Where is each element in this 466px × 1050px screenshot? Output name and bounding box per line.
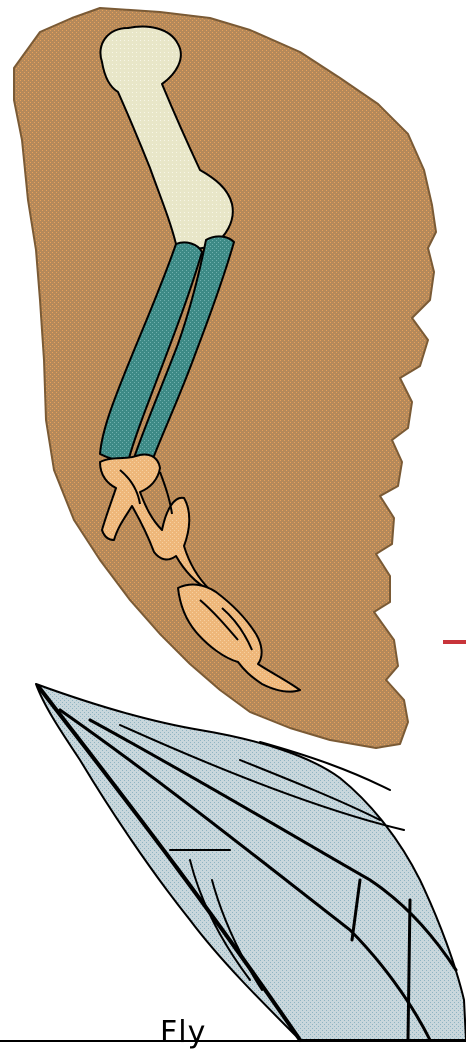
vertebrate-wing	[14, 8, 436, 748]
red-marker-line	[443, 640, 466, 644]
baseline-rule	[0, 1040, 466, 1042]
fly-label: Fly	[160, 1018, 206, 1048]
